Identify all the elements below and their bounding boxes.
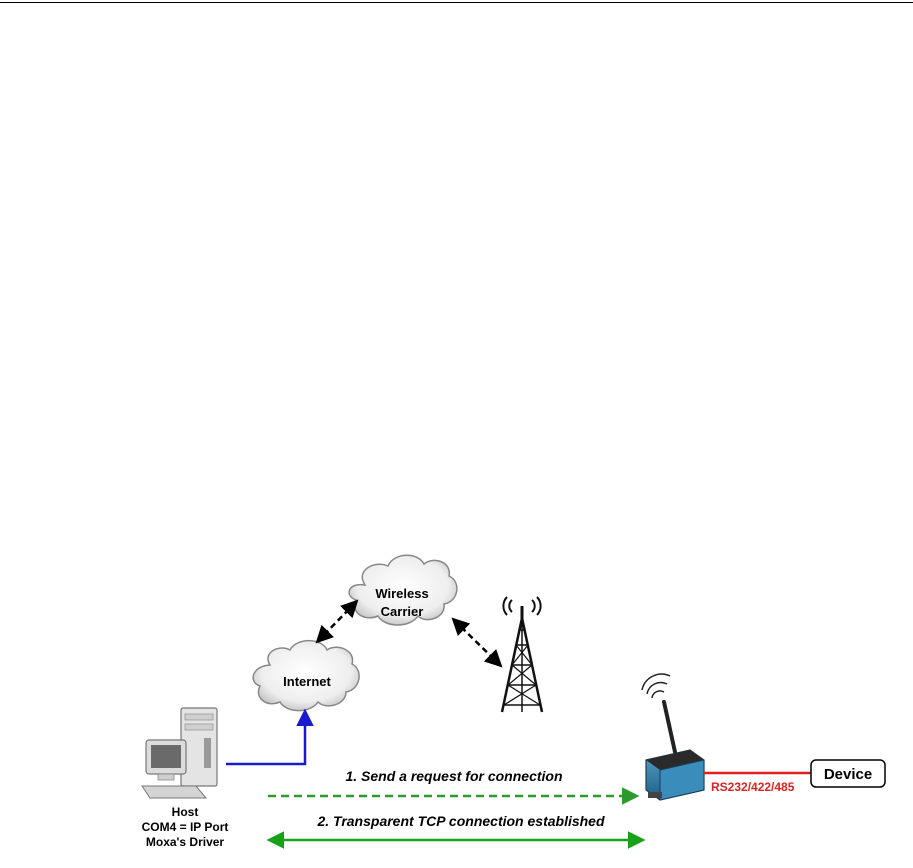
host-computer-icon (142, 708, 217, 798)
internet-cloud: Internet (253, 641, 359, 711)
serial-interface-label: RS232/422/485 (711, 780, 795, 794)
moxa-gateway-icon (642, 674, 704, 800)
cell-tower-icon (502, 597, 542, 712)
host-driver-label: Moxa's Driver (146, 835, 225, 849)
device-box: Device (811, 760, 885, 787)
internet-carrier-link (318, 602, 356, 641)
wireless-carrier-label-line2: Carrier (381, 604, 424, 619)
carrier-tower-link (454, 620, 500, 665)
wireless-carrier-label-line1: Wireless (375, 586, 428, 601)
step1-label: 1. Send a request for connection (345, 768, 562, 784)
step2-label: 2. Transparent TCP connection establishe… (316, 813, 605, 829)
host-internet-link (226, 712, 305, 764)
host-com-port-label: COM4 = IP Port (142, 820, 229, 834)
wireless-carrier-cloud: Wireless Carrier (349, 555, 457, 625)
device-label: Device (824, 766, 872, 783)
internet-label: Internet (283, 674, 331, 689)
host-label: Host (172, 805, 199, 819)
